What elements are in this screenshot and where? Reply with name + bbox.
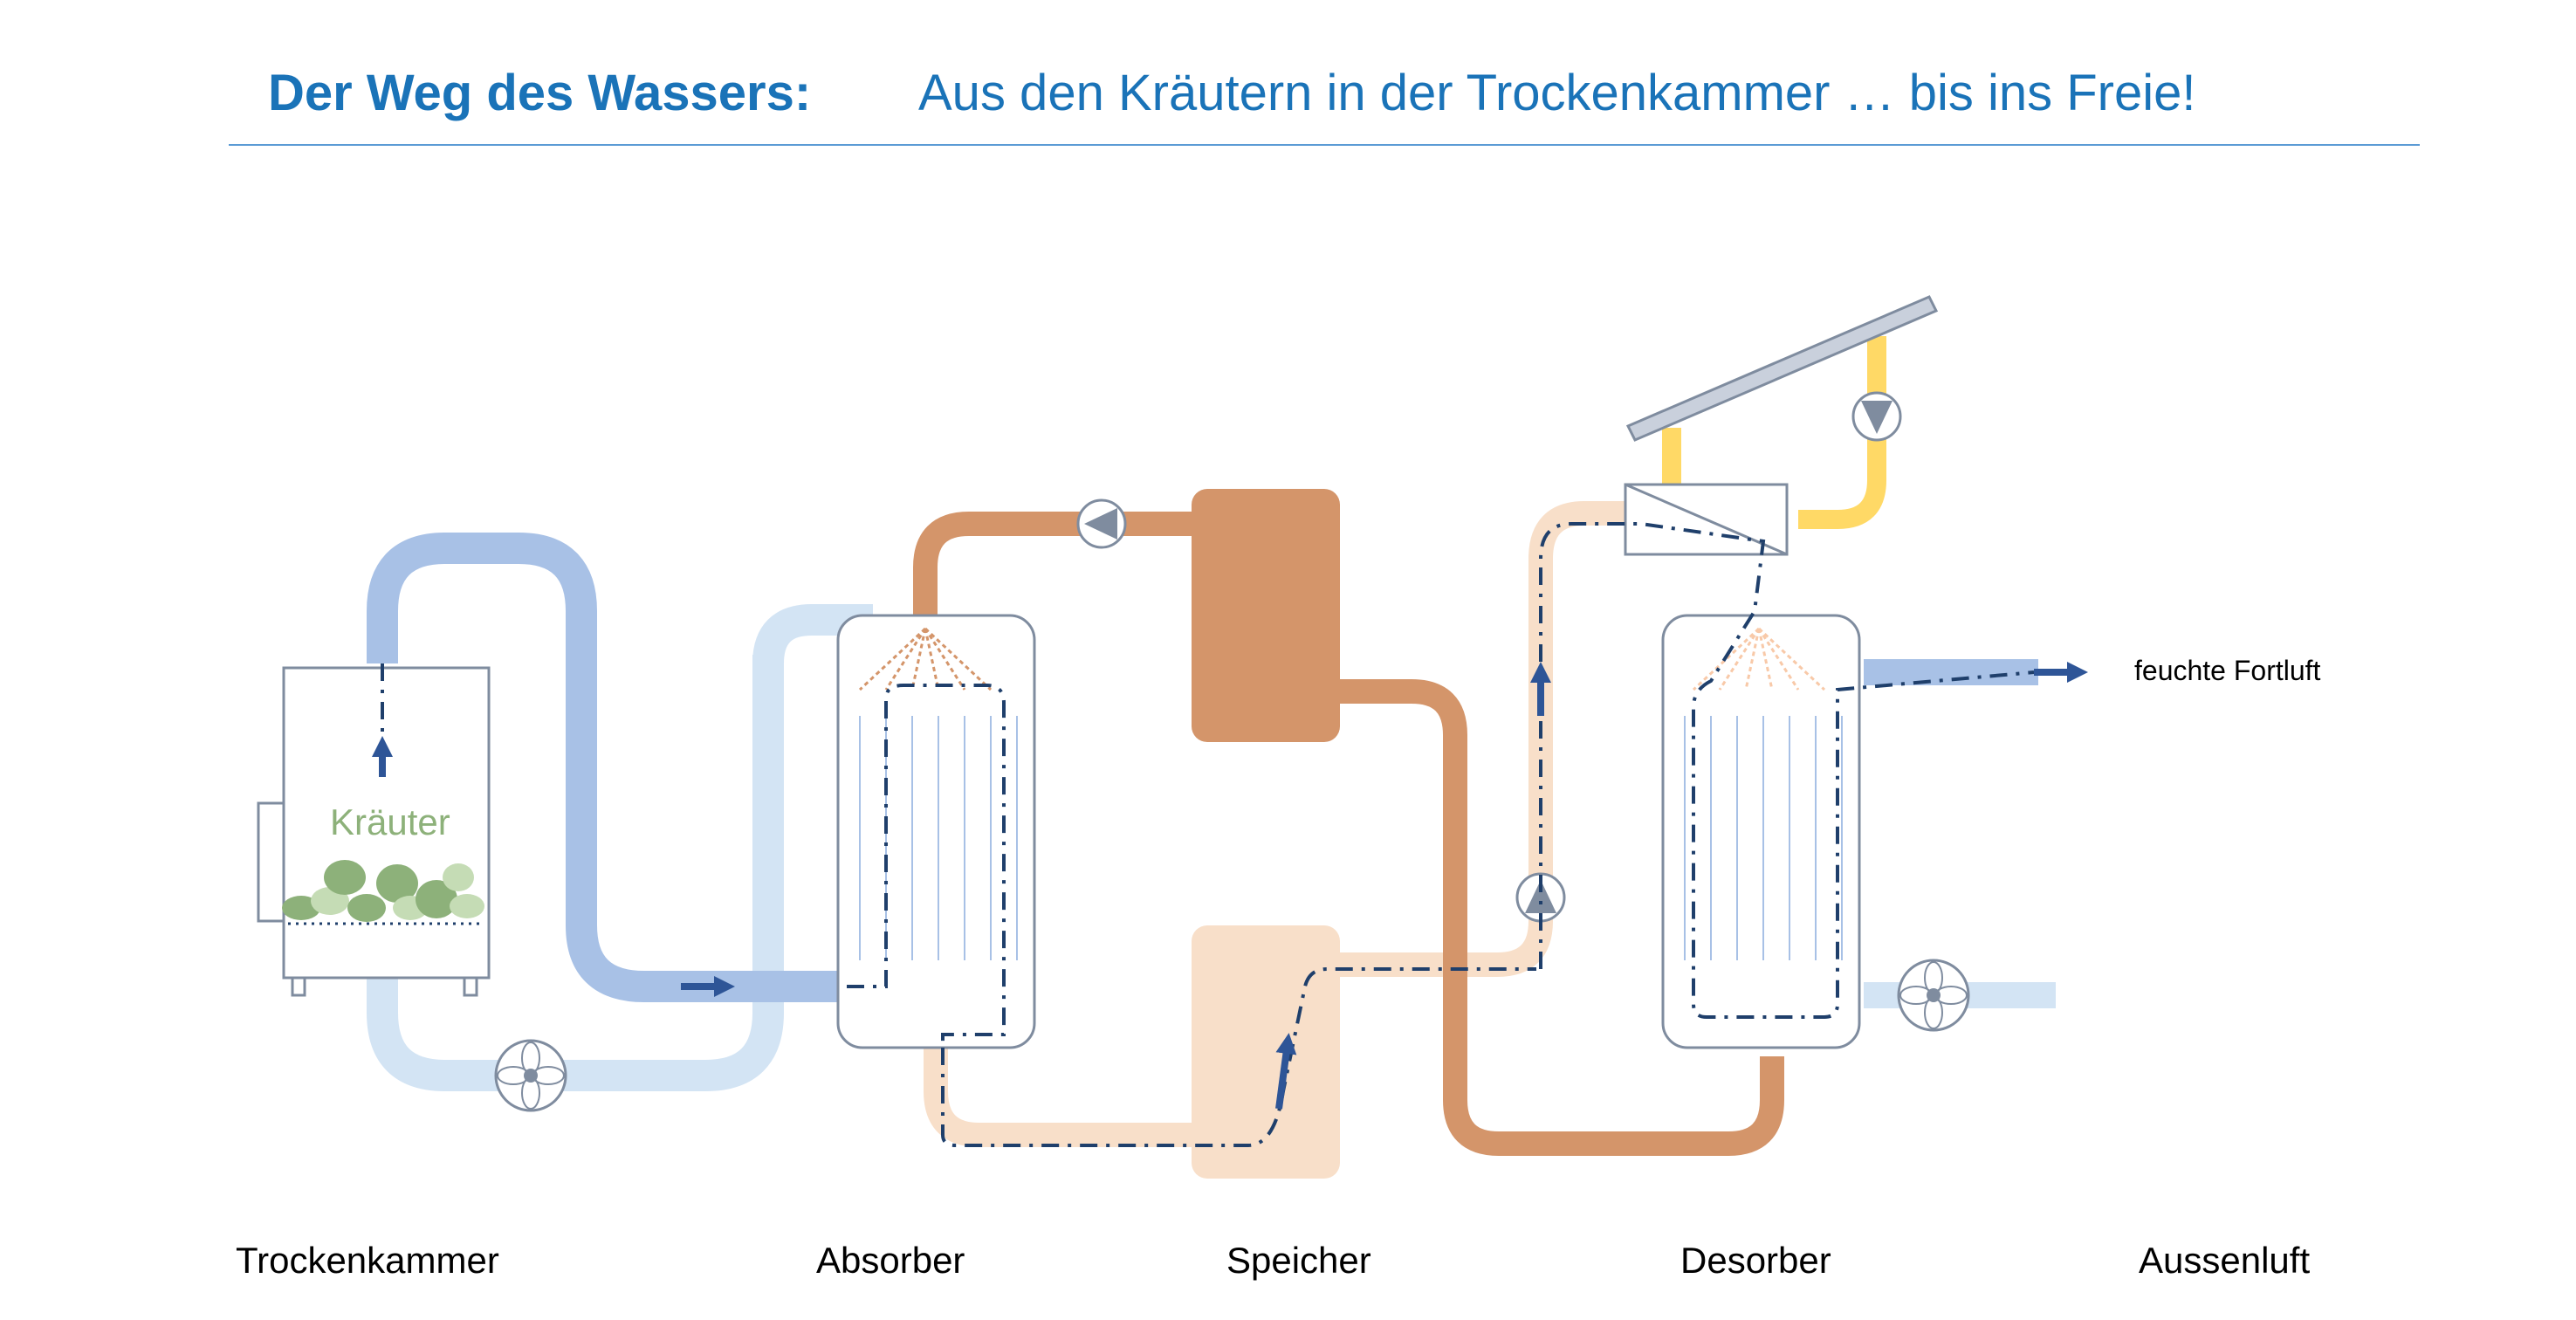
storage-up-arrow	[1275, 1033, 1297, 1110]
pipe-humid-air	[367, 533, 847, 1002]
pipe-conc-sorbent-2	[913, 512, 1196, 620]
chamber-foot-left	[291, 976, 306, 997]
title-divider	[229, 144, 2420, 146]
pipe-dilute-sorbent-1	[924, 1048, 1196, 1147]
fan-icon	[494, 1039, 567, 1112]
desorber-packing	[1684, 716, 1843, 960]
pipe-air-supply	[367, 655, 784, 1091]
storage-concentrated	[1192, 489, 1340, 742]
station-label-aussenluft: Aussenluft	[2139, 1240, 2311, 1281]
title-subtitle: Aus den Kräutern in der Trockenkammer … …	[918, 65, 2196, 121]
title-bar: Der Weg des Wassers: Aus den Kräutern in…	[229, 48, 2420, 153]
desorber-spray	[1692, 627, 1826, 691]
station-label-trockenkammer: Trockenkammer	[236, 1240, 499, 1281]
pipe-dilute-sorbent-2	[1327, 501, 1625, 977]
solar-collector-icon	[1625, 295, 1939, 442]
herbs-label: Kräuter	[330, 801, 450, 842]
absorber-water-path	[847, 684, 1006, 1048]
storage-water-path	[941, 967, 1536, 1147]
herbs-icon	[282, 860, 484, 922]
station-label-desorber: Desorber	[1680, 1240, 1831, 1281]
fan-icon	[1897, 959, 1970, 1032]
station-label-absorber: Absorber	[816, 1240, 965, 1281]
pipe-exhaust	[1864, 659, 2038, 685]
pipe-air-return-top	[752, 604, 873, 664]
pump-icon	[1515, 872, 1566, 923]
absorber-spray	[858, 627, 993, 691]
desorber-vessel	[1661, 614, 1861, 1049]
station-label-speicher: Speicher	[1226, 1240, 1371, 1281]
pump-icon	[1076, 498, 1127, 549]
pump-icon	[1851, 391, 1902, 442]
heat-exchanger-divider	[1625, 483, 1788, 556]
title-main: Der Weg des Wassers:	[268, 65, 812, 121]
exhaust-label: feuchte Fortluft	[2134, 655, 2321, 686]
chamber-foot-right	[463, 976, 478, 997]
storage-dilute	[1192, 925, 1340, 1179]
pipe-solar-loop	[1662, 336, 1886, 529]
pipe-conc-sorbent-1	[1336, 679, 1784, 1156]
chamber-door	[257, 801, 285, 923]
